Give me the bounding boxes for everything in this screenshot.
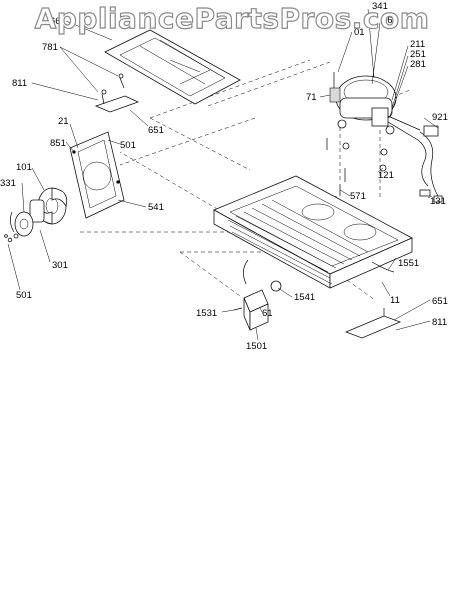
bracket-651-top <box>94 73 140 113</box>
label-1531: 1531 <box>196 308 217 319</box>
label-301: 301 <box>52 260 68 271</box>
label-651-top: 651 <box>148 125 164 136</box>
part-labels: 661 781 811 651 21 851 501 541 101 331 3… <box>0 1 448 352</box>
label-1551: 1551 <box>398 258 419 269</box>
fan-motor-assembly <box>4 187 68 243</box>
label-1541: 1541 <box>294 292 315 303</box>
drain-tube-1551 <box>371 261 395 273</box>
label-21: 21 <box>58 116 69 127</box>
label-01: 01 <box>354 27 365 38</box>
base-pan-11 <box>213 175 413 289</box>
label-661: 661 <box>50 16 66 27</box>
fan-shroud-541 <box>69 131 125 219</box>
compressor-341 <box>335 75 421 156</box>
label-1501: 1501 <box>246 341 267 352</box>
cover-plate-661 <box>104 29 241 105</box>
label-131: 131 <box>430 196 446 207</box>
label-501-bottom: 501 <box>16 290 32 301</box>
watermark: AppliancePartsPros.com <box>34 1 430 35</box>
label-101: 101 <box>16 162 32 173</box>
relay-71 <box>329 72 341 103</box>
label-811-bottom: 811 <box>432 317 447 328</box>
label-211: 211 <box>410 39 425 50</box>
label-281: 281 <box>410 59 426 70</box>
bracket-651-bottom <box>344 308 402 339</box>
wiring-harness <box>417 125 443 203</box>
label-571: 571 <box>350 191 366 202</box>
label-501-top: 501 <box>120 140 136 151</box>
label-651-bottom: 651 <box>432 296 448 307</box>
label-61: 61 <box>262 308 273 319</box>
label-251: 251 <box>410 49 426 60</box>
label-341: 341 <box>372 1 388 12</box>
label-851: 851 <box>50 138 66 149</box>
label-71: 71 <box>306 92 317 103</box>
label-161: 161 <box>382 15 398 26</box>
label-11: 11 <box>390 295 400 306</box>
label-921: 921 <box>432 112 448 123</box>
leader-lines <box>7 8 439 341</box>
label-121: 121 <box>378 170 394 181</box>
electrical-box-1501 <box>233 259 282 331</box>
label-781: 781 <box>42 42 58 53</box>
label-811-top: 811 <box>12 78 27 89</box>
condenser-coil <box>227 199 369 285</box>
label-541: 541 <box>148 202 164 213</box>
label-331: 331 <box>0 178 16 189</box>
